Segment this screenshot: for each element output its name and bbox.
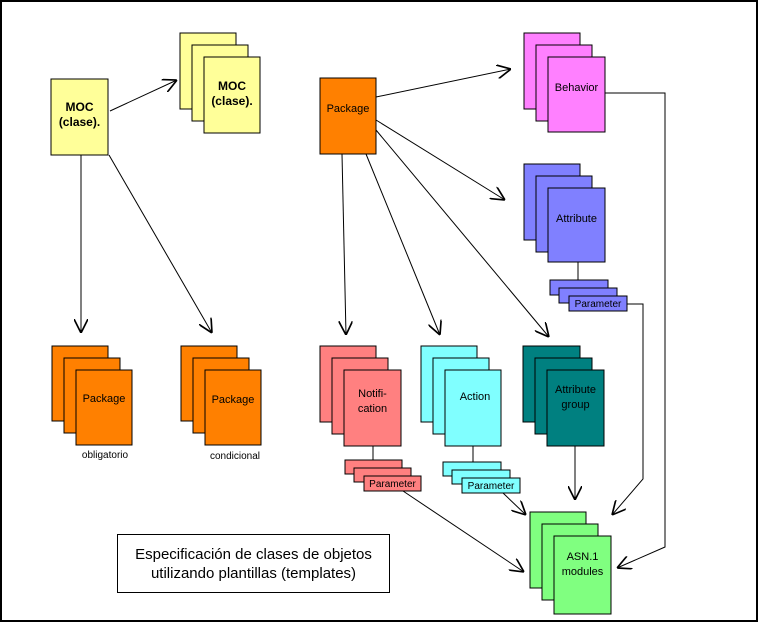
action-stack: Action [420,345,502,447]
attribute-label: Attribute [556,213,597,225]
arrow-package-to-notification [342,153,346,335]
arrow-moc-to-package-condicional [108,154,212,333]
asn1-label-line2: modules [562,566,604,578]
asn1-label-line1: ASN.1 [567,551,599,563]
arrow-behavior-to-asn1 [605,92,666,568]
package-condicional-label: Package [212,394,255,406]
moc-single-label-line1: MOC [66,100,94,114]
attribute-parameter-label: Parameter [575,299,622,310]
attribute-stack: Attribute [523,163,606,263]
package-obligatorio-label: Package [83,393,126,405]
package-obligatorio-caption: obligatorio [82,450,129,461]
action-label: Action [460,391,491,403]
connectors [81,69,666,572]
notification-stack: Notifi- cation [319,345,402,447]
arrow-notification-parameter-to-asn1 [402,490,524,572]
package-condicional-stack: Package [180,345,262,446]
arrow-package-to-action [365,153,440,335]
package-main-box: Package [319,77,377,155]
notification-label-line1: Notifi- [358,388,387,400]
caption-line1: Especificación de clases de objetos [135,545,372,563]
behavior-label: Behavior [555,82,599,94]
attribute-group-label-line1: Attribute [555,384,596,396]
asn1-stack: ASN.1 modules [529,511,612,615]
arrow-action-parameter-to-asn1 [502,492,526,515]
arrow-package-to-behavior [375,69,511,98]
arrow-attribute-parameter-to-asn1 [612,303,644,515]
notification-parameter-label: Parameter [369,479,416,490]
notification-label-line2: cation [358,403,387,415]
moc-single-label-line2: (clase). [59,115,100,129]
arrow-package-to-attribute [375,119,505,200]
attribute-group-stack: Attribute group [522,345,605,447]
arrow-moc-to-moc-stack [109,80,177,112]
moc-stack-label-line1: MOC [218,79,246,93]
action-parameter-label: Parameter [468,481,515,492]
moc-stack: MOC (clase). [179,32,261,134]
attribute-parameter-stack: Parameter [549,279,628,312]
package-condicional-caption: condicional [210,451,260,462]
moc-stack-label-line2: (clase). [211,94,252,108]
package-obligatorio-stack: Package [51,345,133,446]
caption-box: Especificación de clases de objetos util… [117,534,390,593]
behavior-stack: Behavior [523,32,606,133]
notification-parameter-stack: Parameter [344,459,422,492]
arrow-package-to-attribute-group [375,129,549,337]
package-main-label: Package [327,103,370,115]
moc-single-box: MOC (clase). [50,78,109,156]
action-parameter-stack: Parameter [442,461,521,494]
attribute-group-label-line2: group [561,399,589,411]
caption-line2: utilizando plantillas (templates) [150,564,357,582]
